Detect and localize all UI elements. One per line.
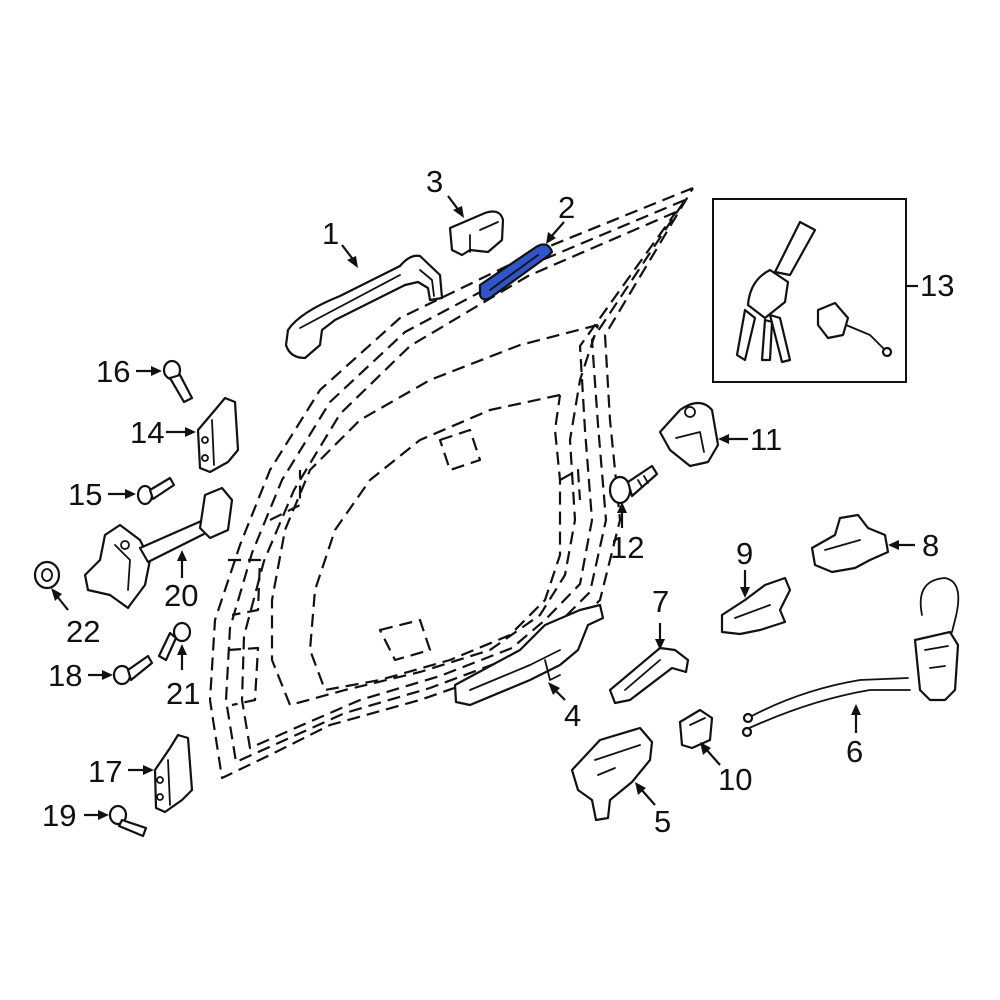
callout-6: 6 [846,734,863,769]
part-12-screw [608,464,659,505]
part-13-harness-inset [712,198,907,383]
part-3-handle-cap [448,210,505,257]
part-1-outside-handle [284,254,444,360]
part-7-rod-bracket [608,646,690,705]
callout-3: 3 [426,164,443,199]
part-21-bolt [157,621,192,662]
part-11-striker [658,401,720,468]
part-20-door-check [83,486,234,610]
part-17-lower-hinge [153,733,194,814]
callout-11: 11 [750,422,782,457]
callout-20: 20 [164,578,198,613]
callout-labels: 1 2 3 4 5 6 7 8 9 10 11 12 13 14 15 16 1… [42,164,954,839]
part-5-handle-bracket [570,726,654,822]
part-16-bolt [162,359,194,404]
callout-5: 5 [654,804,671,839]
callout-13: 13 [920,268,954,303]
callout-16: 16 [96,354,130,389]
part-4-inside-handle [453,603,605,707]
callout-15: 15 [68,477,102,512]
part-8-cylinder-housing [810,513,890,574]
part-22-nut [33,560,61,590]
callout-12: 12 [610,530,644,565]
part-10-clip [678,708,714,750]
callout-18: 18 [48,658,82,693]
part-9-latch-bracket [720,576,792,636]
callout-4: 4 [564,698,581,733]
callout-7: 7 [652,584,669,619]
part-14-upper-hinge [196,396,240,474]
callout-19: 19 [42,798,76,833]
callout-22: 22 [66,614,100,649]
callout-21: 21 [166,676,200,711]
callout-2: 2 [558,190,575,225]
callout-14: 14 [130,415,164,450]
callout-17: 17 [88,754,122,789]
part-19-bolt [108,804,148,838]
callout-8: 8 [922,528,939,563]
callout-1: 1 [322,216,339,251]
door-outline [208,186,694,780]
part-18-bolt [112,654,154,686]
part-6-lock-actuator [741,577,960,738]
part-15-bolt [136,476,176,506]
part-2-handle-gasket [478,243,554,301]
callout-9: 9 [736,536,753,571]
leader-lines [51,195,918,820]
callout-10: 10 [718,762,752,797]
